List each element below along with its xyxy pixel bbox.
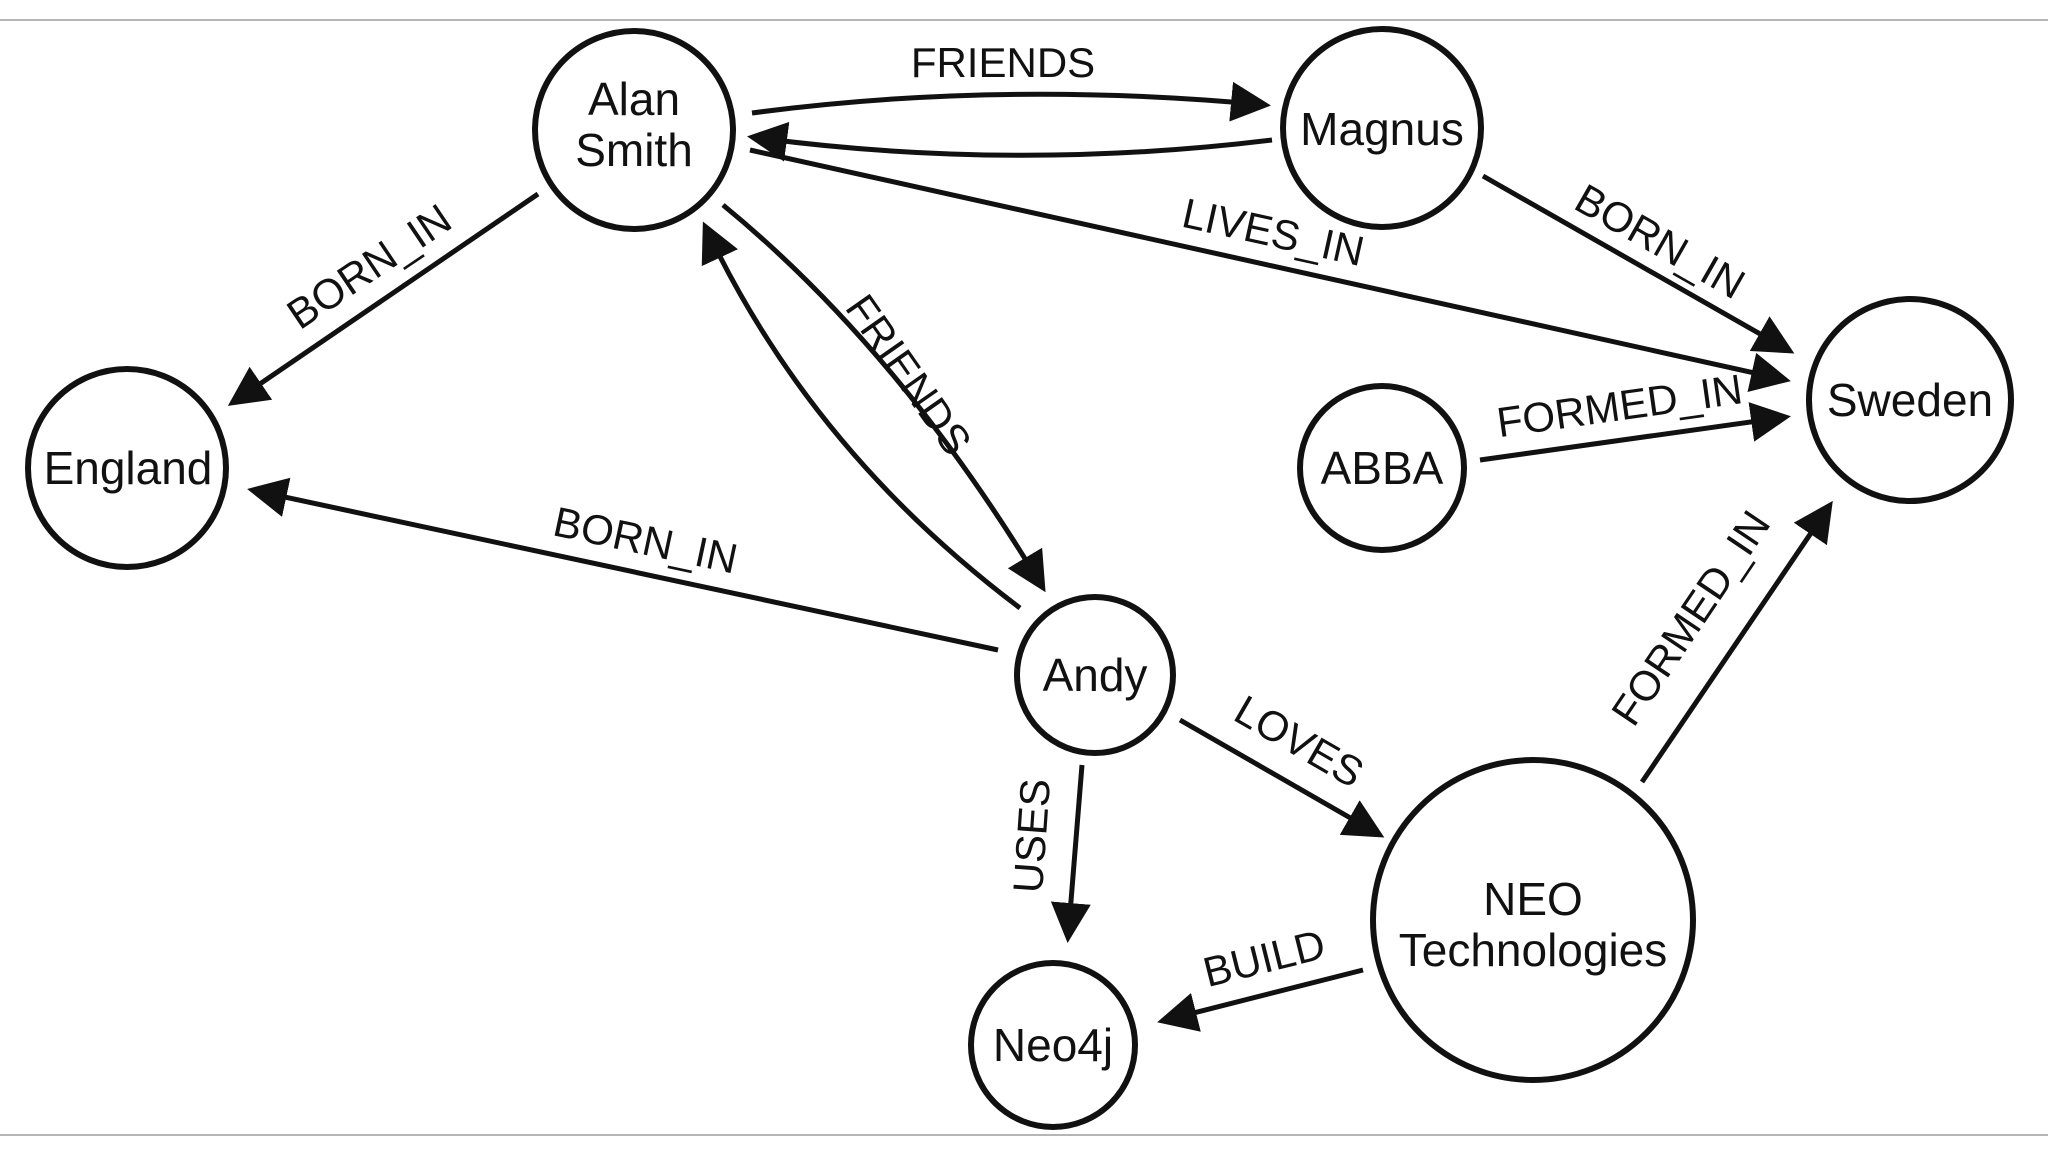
edge-andy-england-born-in xyxy=(247,477,999,653)
node-abba: ABBA xyxy=(1297,383,1467,553)
node-label: Sweden xyxy=(1827,374,1993,426)
node-neo-technologies: NEO Technologies xyxy=(1370,757,1696,1083)
nodes-layer: Alan Smith Magnus England Sweden ABBA An… xyxy=(25,26,2014,1130)
edge-alan-sweden-lives-in xyxy=(749,147,1791,392)
edge-neo-technologies-neo4j-build xyxy=(1157,967,1364,1032)
node-magnus: Magnus xyxy=(1280,26,1484,230)
node-england: England xyxy=(25,366,229,570)
node-label: Neo4j xyxy=(993,1019,1113,1071)
edge-andy-neo4j-uses xyxy=(1050,764,1091,943)
node-label: Technologies xyxy=(1399,924,1668,976)
edge-label-andy-neo4j-uses: USES xyxy=(1004,777,1059,894)
edge-label-andy-england-born-in: BORN_IN xyxy=(549,498,741,583)
edge-magnus-sweden-born-in xyxy=(1481,173,1795,354)
edge-label-abba-sweden-formed-in: FORMED_IN xyxy=(1494,365,1745,446)
edge-alan-england-born-in xyxy=(227,191,540,406)
edge-andy-alan xyxy=(701,221,1022,610)
edge-neo-technologies-sweden-formed-in xyxy=(1639,500,1833,784)
node-sweden: Sweden xyxy=(1806,296,2014,504)
edge-label-andy-neo-technologies-loves: LOVES xyxy=(1227,686,1372,797)
edge-alan-magnus-friends xyxy=(751,81,1271,122)
edge-andy-neo-technologies-loves xyxy=(1178,717,1385,838)
edge-label-alan-andy-friends: FRIENDS xyxy=(837,286,981,464)
node-label: ABBA xyxy=(1321,442,1444,494)
node-label: NEO xyxy=(1483,873,1583,925)
edge-alan-andy-friends xyxy=(721,203,1046,593)
edge-magnus-alan xyxy=(747,121,1273,162)
node-label: England xyxy=(44,442,213,494)
node-label: Smith xyxy=(575,124,693,176)
node-label: Andy xyxy=(1043,649,1148,701)
node-andy: Andy xyxy=(1014,594,1176,756)
node-label: Magnus xyxy=(1300,103,1464,155)
node-alan-smith: Alan Smith xyxy=(532,28,736,232)
node-label: Alan xyxy=(588,73,680,125)
node-neo4j: Neo4j xyxy=(968,960,1138,1130)
edge-label-alan-magnus-friends: FRIENDS xyxy=(911,39,1095,86)
edge-abba-sweden-formed-in xyxy=(1479,402,1791,463)
